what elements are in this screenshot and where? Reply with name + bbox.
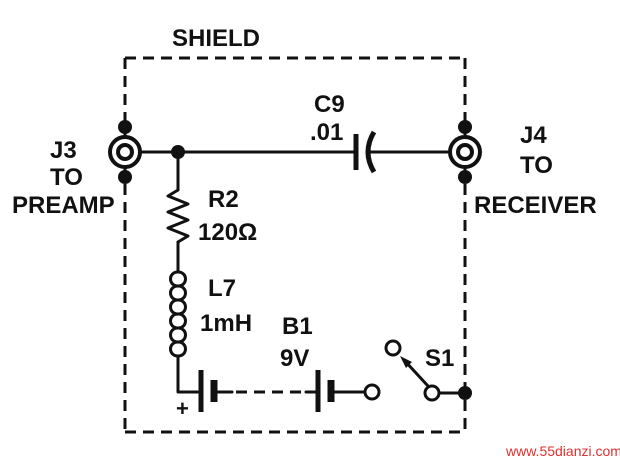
j3-destination-label: PREAMP bbox=[12, 192, 115, 219]
battery-terminal bbox=[363, 383, 381, 401]
resistor-r2 bbox=[166, 188, 190, 244]
l7-value: 1mH bbox=[200, 310, 252, 337]
j3-to-label: TO bbox=[50, 164, 83, 191]
battery-b1 bbox=[198, 370, 366, 412]
j4-label: J4 bbox=[520, 122, 547, 149]
r2-value: 120Ω bbox=[198, 219, 257, 246]
shield-label: SHIELD bbox=[172, 25, 260, 52]
j4-to-label: TO bbox=[520, 152, 553, 179]
c9-label: C9 bbox=[314, 91, 345, 118]
b1-label: B1 bbox=[282, 313, 313, 340]
ground-junction-dot bbox=[458, 386, 472, 400]
bottom-left-wire bbox=[176, 354, 200, 394]
b1-value: 9V bbox=[280, 345, 309, 372]
battery-plus-sign: + bbox=[176, 396, 189, 421]
j4-jack bbox=[448, 120, 482, 184]
s1-label: S1 bbox=[425, 345, 454, 372]
j3-jack bbox=[108, 120, 142, 184]
c9-value: .01 bbox=[310, 119, 343, 146]
watermark: www.55dianzi.com bbox=[505, 443, 620, 459]
j3-label: J3 bbox=[50, 137, 77, 164]
capacitor-c9 bbox=[353, 130, 377, 174]
r2-label: R2 bbox=[208, 186, 239, 213]
inductor-l7 bbox=[169, 270, 187, 358]
l7-label: L7 bbox=[208, 275, 236, 302]
j4-destination-label: RECEIVER bbox=[474, 192, 597, 219]
shield-box bbox=[123, 56, 467, 434]
